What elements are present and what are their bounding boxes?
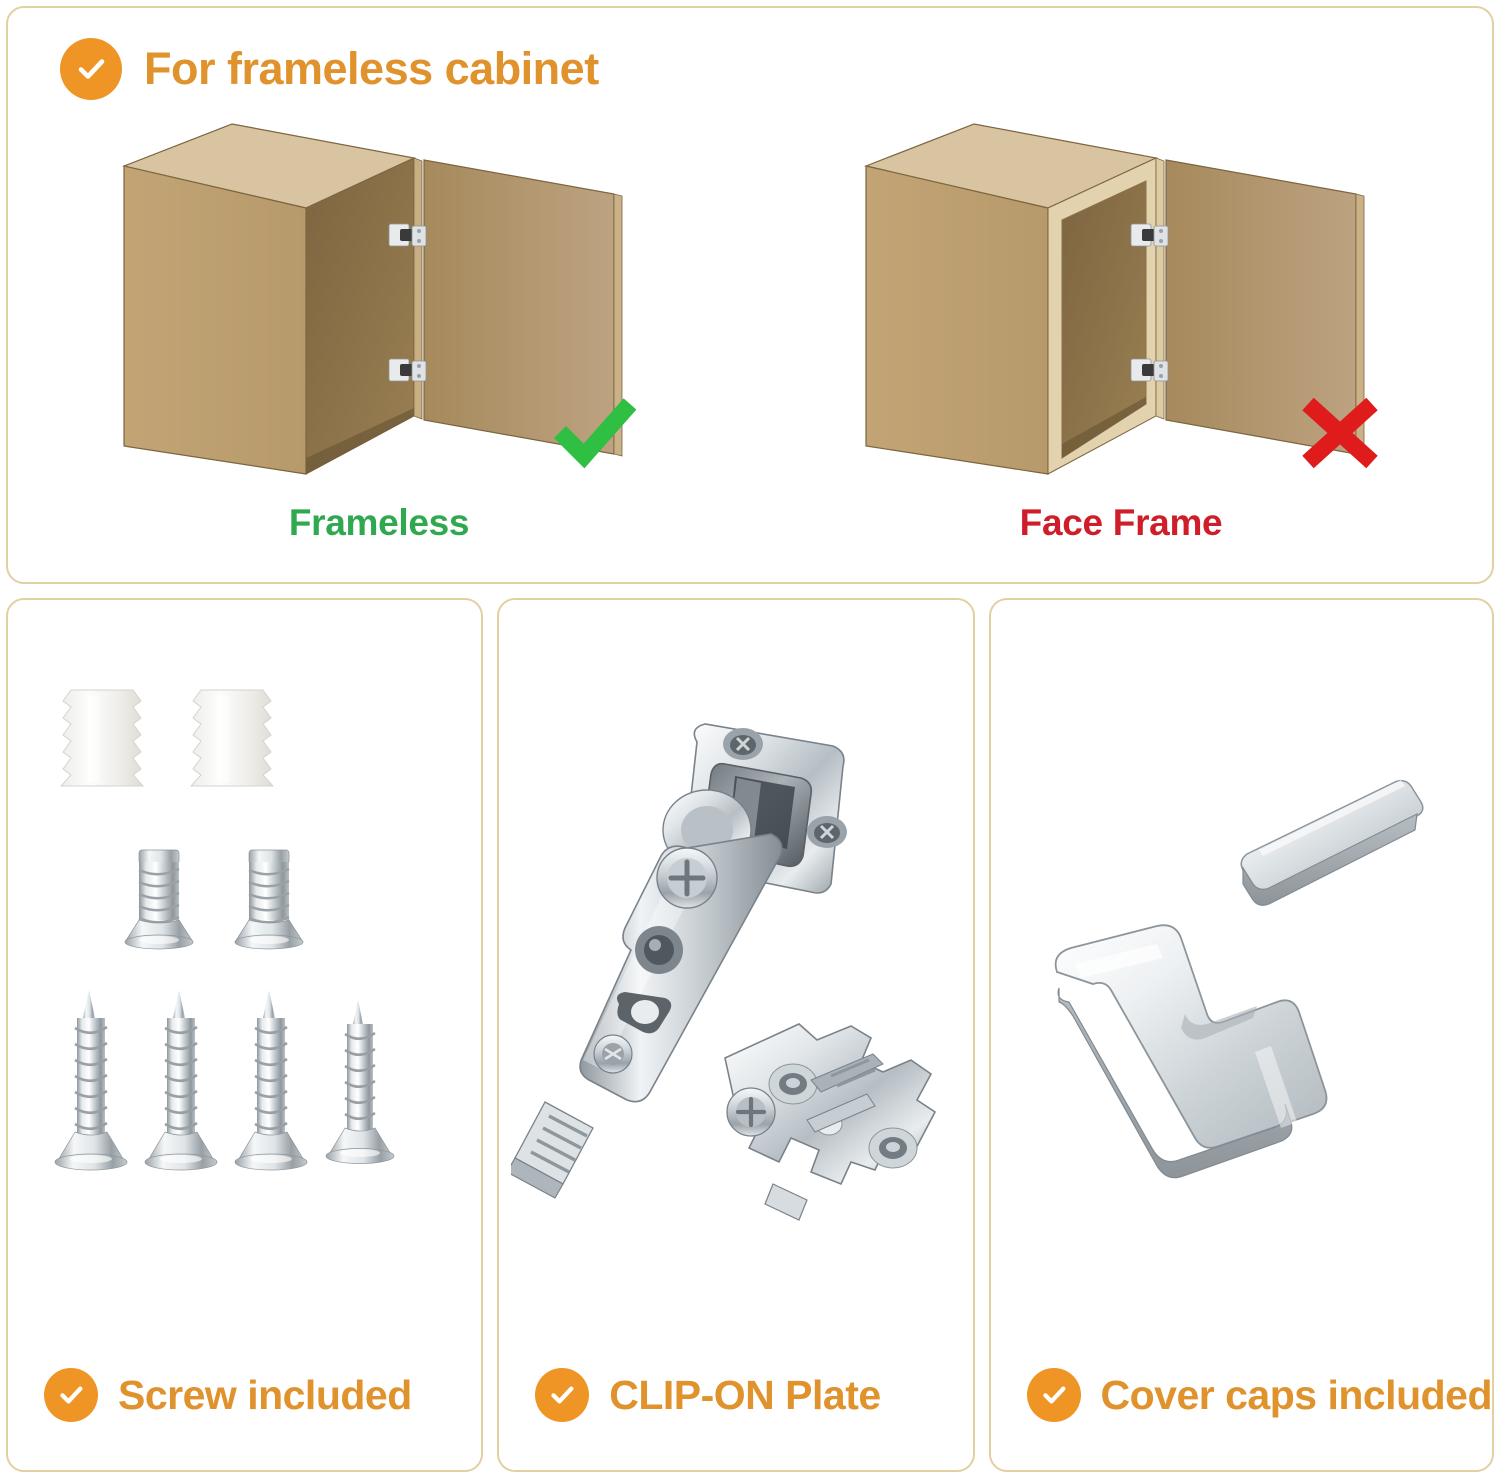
bar-cover-cap — [1240, 779, 1424, 906]
plastic-dowel-1 — [59, 689, 144, 787]
cabinet-comparison: Frameless — [8, 116, 1492, 586]
check-circle-icon — [535, 1368, 590, 1422]
bracket-cover-cap — [1054, 924, 1328, 1179]
short-screw-2 — [234, 849, 304, 950]
hinge-lower — [388, 358, 427, 382]
frameless-cabinet-illustration — [8, 116, 750, 506]
long-screw-3 — [234, 990, 307, 1171]
hinge-upper — [1130, 223, 1169, 247]
check-circle-icon — [44, 1368, 98, 1422]
mounting-plate — [723, 1023, 936, 1221]
top-panel-heading: For frameless cabinet — [60, 38, 599, 100]
screws-panel-label: Screw included — [118, 1371, 412, 1418]
cover-caps-panel: Cover caps included — [988, 598, 1495, 1472]
cover-caps-illustration — [991, 600, 1493, 1320]
face-frame-cabinet-illustration — [750, 116, 1492, 506]
hinge-lower — [1130, 358, 1169, 382]
green-check-icon — [553, 398, 637, 469]
red-x-icon — [1302, 397, 1378, 469]
hinge-upper — [388, 223, 427, 247]
clip-on-plate-panel: CLIP-ON Plate — [497, 598, 975, 1472]
check-circle-icon — [1026, 1368, 1081, 1422]
long-screw-1 — [54, 990, 127, 1171]
plastic-dowel-2 — [189, 689, 274, 787]
top-panel-title: For frameless cabinet — [144, 43, 599, 94]
cover-caps-panel-footer: Cover caps included — [991, 1320, 1493, 1470]
features-row: Screw included — [6, 598, 1495, 1472]
hinge-illustration — [499, 600, 972, 1320]
screws-illustration — [8, 600, 481, 1320]
long-screw-2 — [144, 990, 217, 1171]
hinge-arm-assembly — [510, 723, 847, 1199]
face-frame-cabinet-figure: Face Frame — [750, 116, 1492, 586]
clip-on-plate-panel-label: CLIP-ON Plate — [609, 1371, 881, 1418]
frameless-cabinet-panel: For frameless cabinet — [6, 6, 1494, 584]
clip-on-plate-panel-footer: CLIP-ON Plate — [499, 1320, 972, 1470]
cover-caps-panel-label: Cover caps included — [1100, 1371, 1493, 1418]
screws-panel-footer: Screw included — [8, 1320, 481, 1470]
screws-panel: Screw included — [6, 598, 484, 1472]
face-frame-label: Face Frame — [1019, 502, 1223, 543]
check-circle-icon — [60, 38, 122, 100]
frameless-label: Frameless — [288, 502, 470, 543]
short-screw-1 — [124, 849, 194, 950]
frameless-cabinet-figure: Frameless — [8, 116, 750, 586]
long-screw-4 — [325, 1000, 394, 1164]
